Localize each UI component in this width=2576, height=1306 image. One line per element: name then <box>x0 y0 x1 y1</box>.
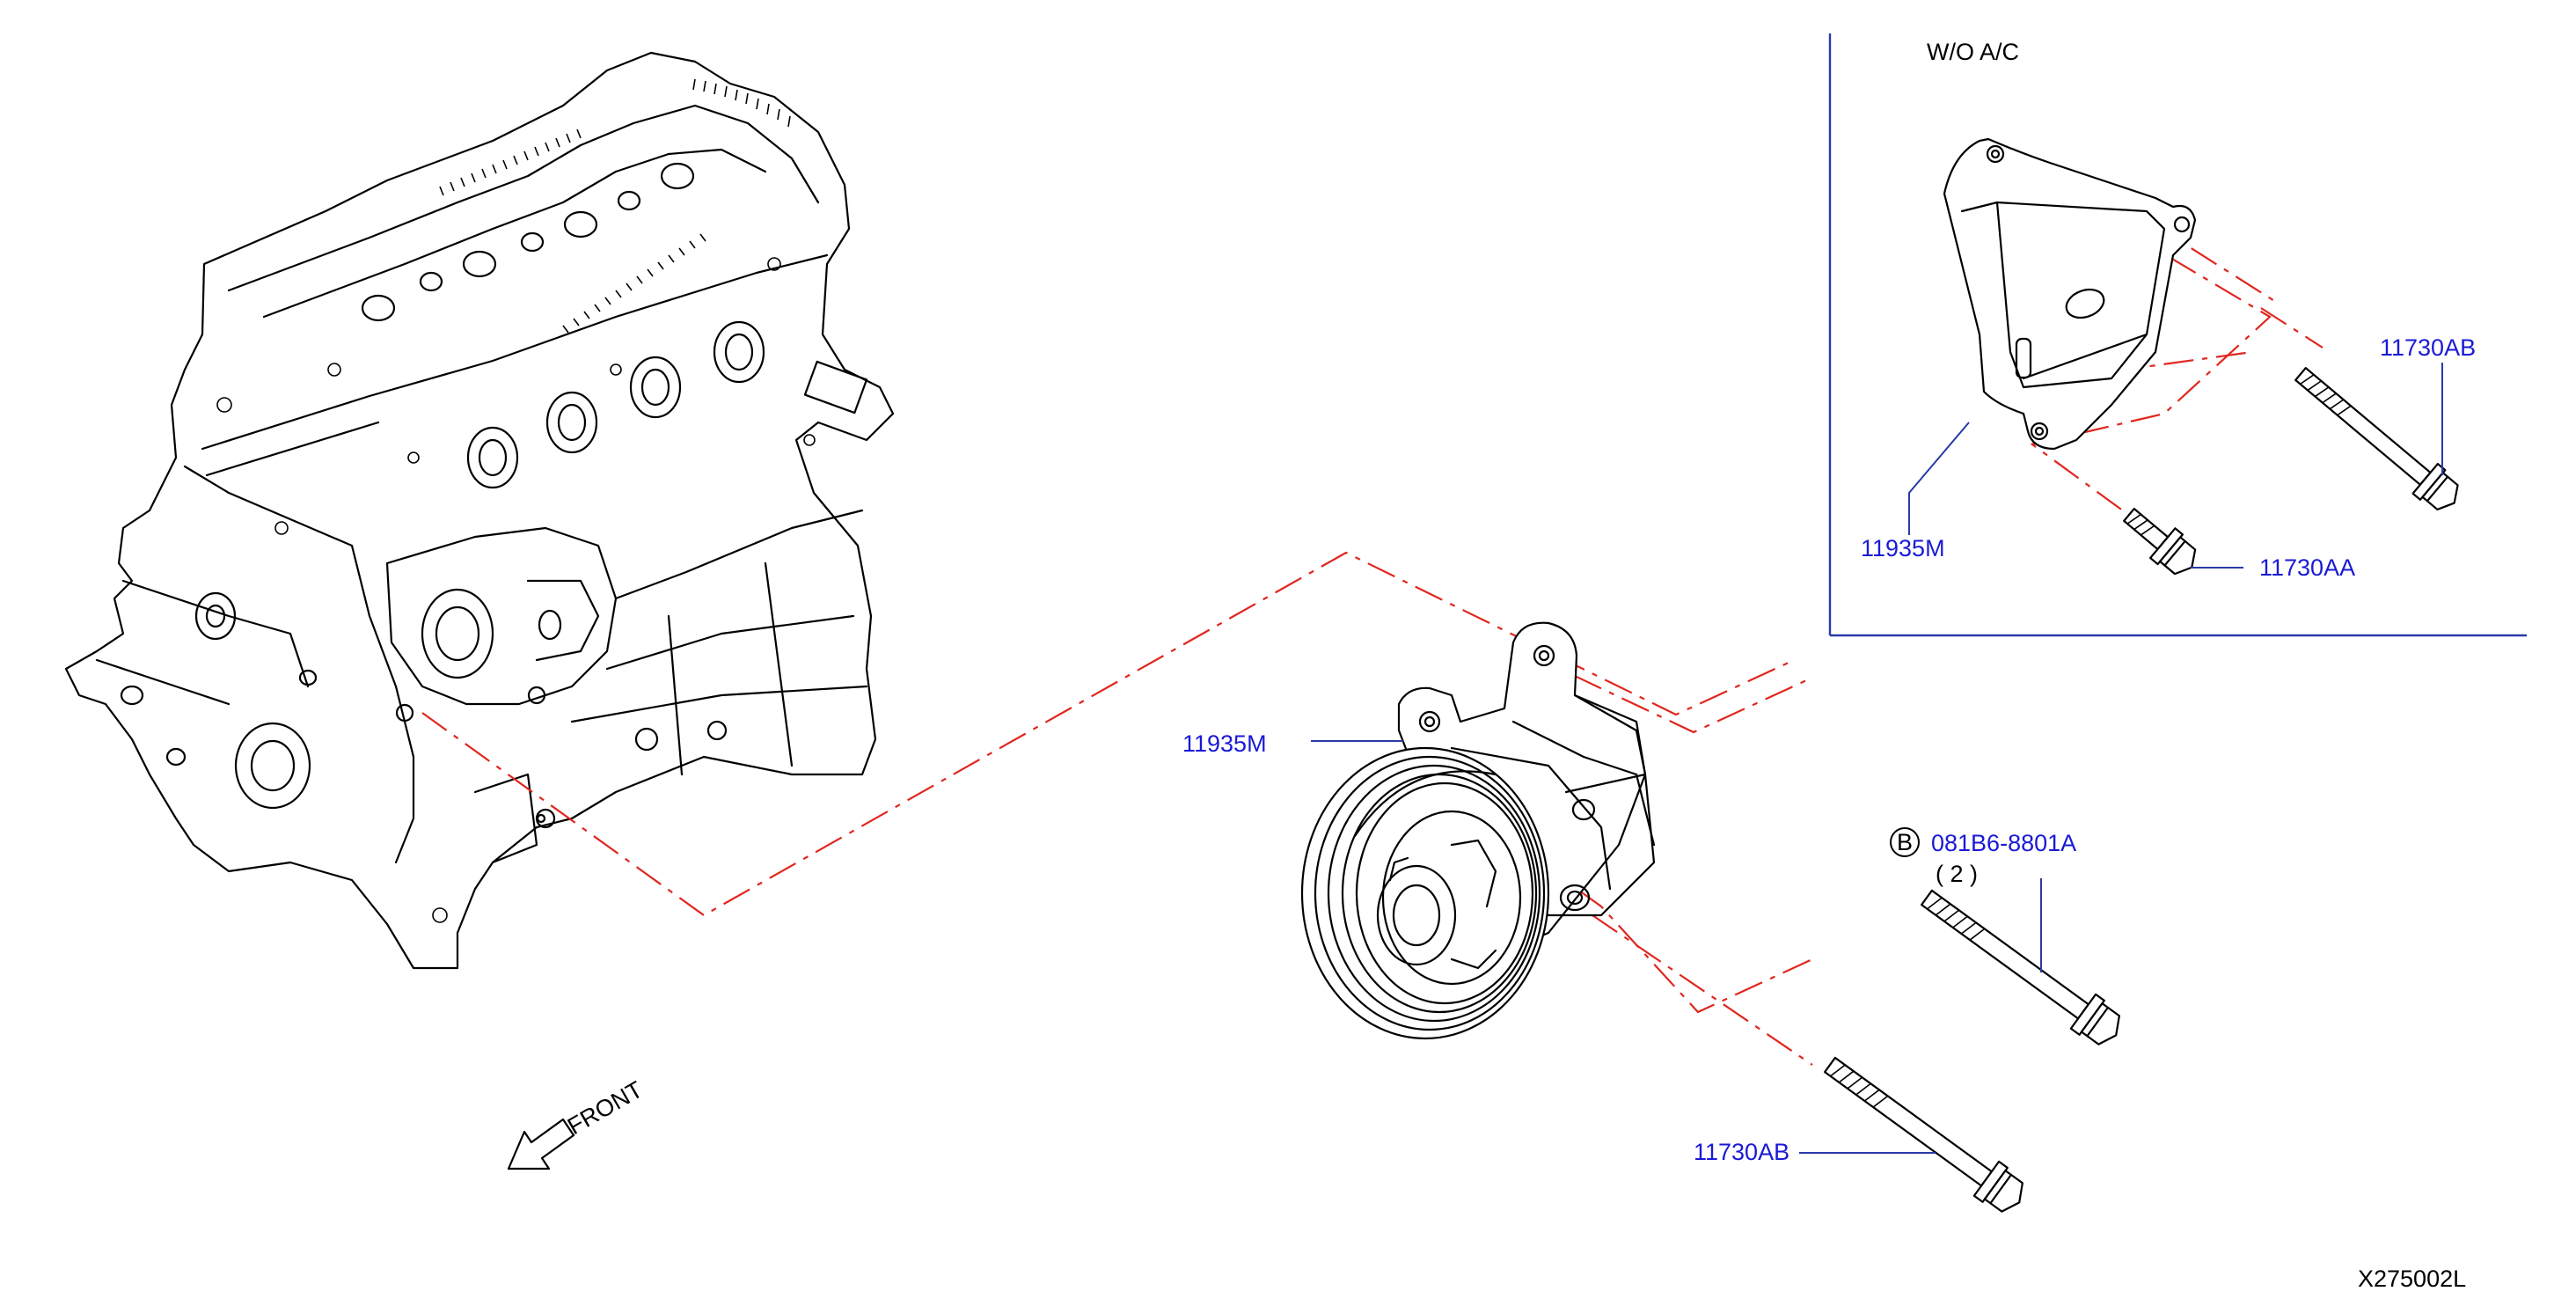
callout-badge-b[interactable]: B <box>1890 827 1920 857</box>
engine-block-drawing <box>64 51 895 970</box>
callout-main-081B6-8801A[interactable]: 081B6-8801A <box>1931 830 2076 856</box>
bolt-11730AB-main <box>1824 1056 2023 1213</box>
inset-frame <box>1828 33 2527 637</box>
callout-main-11730AB[interactable]: 11730AB <box>1694 1139 1789 1165</box>
callout-quantity: ( 2 ) <box>1936 861 1978 887</box>
leader-lines <box>1311 363 2443 1154</box>
callout-inset-11935M[interactable]: 11935M <box>1861 535 1945 561</box>
callout-main-11935M[interactable]: 11935M <box>1182 730 1267 757</box>
inset-title: W/O A/C <box>1927 39 2019 65</box>
center-lines-main <box>421 551 1813 1066</box>
bracket-inset <box>1943 137 2197 451</box>
callout-inset-11730AB[interactable]: 11730AB <box>2380 334 2476 361</box>
bolt-081B6-8801A <box>1921 889 2120 1046</box>
bracket-assembly-main <box>1300 621 1656 1040</box>
catalog-number: X275002L <box>2358 1266 2466 1292</box>
bolt-11730AA-inset <box>2123 508 2197 576</box>
bolt-11730AB-inset <box>2294 367 2459 511</box>
front-label: FRONT <box>563 1076 648 1140</box>
callout-inset-11730AA[interactable]: 11730AA <box>2259 554 2355 581</box>
front-arrow-icon <box>507 1118 575 1170</box>
badge-letter: B <box>1897 829 1913 855</box>
